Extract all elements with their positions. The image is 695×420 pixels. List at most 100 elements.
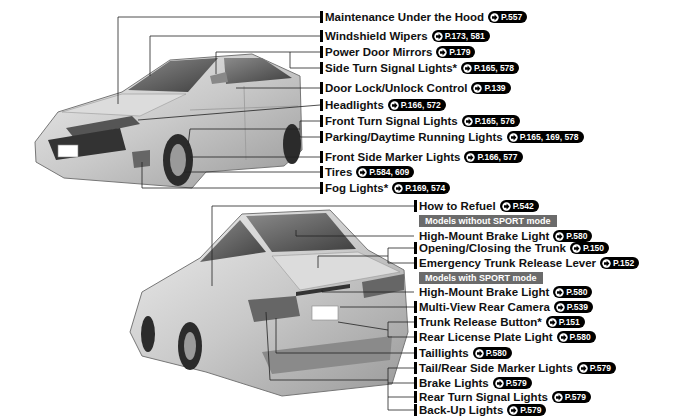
leader-line [190, 157, 320, 158]
reference-icon [559, 333, 568, 342]
icon-circle [502, 202, 510, 210]
page-reference: P.152 [600, 257, 639, 269]
bumper [262, 336, 392, 374]
page-number: P.179 [449, 46, 470, 58]
reference-icon [490, 13, 499, 22]
rear-window [246, 213, 356, 252]
icon-arrow [557, 233, 562, 239]
band-text: Models with SPORT mode [425, 272, 537, 284]
page-reference: P.579 [507, 404, 546, 416]
door-line [244, 86, 246, 160]
icon-arrow [581, 365, 586, 371]
label-bar [414, 242, 417, 254]
icon-arrow [497, 380, 502, 386]
icon-circle [579, 364, 587, 372]
icon-arrow [360, 169, 365, 175]
page-number: P.579 [520, 404, 541, 416]
part-name: Fog Lights* [325, 181, 388, 195]
reference-icon [390, 101, 399, 110]
reference-icon [548, 318, 557, 327]
label-bar [414, 316, 417, 328]
part-name: Tires [325, 165, 352, 179]
reference-icon [464, 117, 473, 126]
reference-icon [554, 393, 563, 402]
page-number: P.165, 578 [474, 62, 514, 74]
label-bar [414, 377, 417, 389]
icon-circle [490, 13, 498, 21]
leader-line [216, 52, 320, 74]
icon-arrow [561, 334, 566, 340]
reference-icon [466, 153, 475, 162]
icon-circle [463, 64, 471, 72]
part-name: Back-Up Lights [419, 403, 503, 417]
page-number: P.580 [486, 347, 507, 359]
icon-circle [495, 379, 503, 387]
page-reference: P.580 [553, 286, 592, 298]
label-bar [320, 115, 323, 127]
grille [48, 128, 126, 160]
icon-arrow [465, 65, 470, 71]
icon-circle [434, 32, 442, 40]
leader-line [388, 322, 414, 337]
reference-icon [475, 349, 484, 358]
reference-icon [555, 232, 564, 241]
leader-line [322, 290, 414, 292]
part-name: Power Door Mirrors [325, 45, 432, 59]
reference-icon [502, 202, 511, 211]
page-number: P.539 [567, 301, 588, 313]
label-bar [320, 30, 323, 42]
reference-icon [555, 288, 564, 297]
label-bar [414, 347, 417, 359]
icon-arrow [436, 33, 441, 39]
icon-circle [556, 232, 564, 240]
page-number: P.165, 576 [475, 115, 515, 127]
label-bar [414, 301, 417, 313]
page-number: P.580 [570, 331, 591, 343]
icon-circle [509, 133, 517, 141]
reference-icon [473, 84, 482, 93]
leader-line [318, 256, 388, 268]
part-name: Tail/Rear Side Marker Lights [419, 361, 573, 375]
page-number: P.152 [613, 257, 634, 269]
reference-icon [394, 184, 403, 193]
car-body [35, 54, 302, 188]
page-reference: P.557 [488, 11, 527, 23]
icon-circle [572, 244, 580, 252]
label-bar [320, 62, 323, 74]
leader-line [388, 368, 414, 410]
icon-arrow [558, 304, 563, 310]
page-reference: P.580 [473, 347, 512, 359]
part-name: Front Turn Signal Lights [325, 114, 458, 128]
page-reference: P.165, 169, 578 [507, 131, 584, 143]
icon-arrow [475, 85, 480, 91]
reference-icon [495, 379, 504, 388]
icon-arrow [440, 49, 445, 55]
page-number: P.150 [583, 242, 604, 254]
leader-line [236, 88, 320, 89]
icon-arrow [466, 118, 471, 124]
reference-icon [463, 64, 472, 73]
page-reference: P.169, 574 [392, 182, 450, 194]
band-text: Models without SPORT mode [425, 215, 551, 227]
spoiler [296, 284, 350, 296]
reference-icon [509, 406, 518, 415]
page-reference: P.179 [436, 46, 475, 58]
page-reference: P.579 [493, 377, 532, 389]
icon-arrow [477, 350, 482, 356]
page-reference: P.580 [557, 331, 596, 343]
icon-circle [559, 333, 567, 341]
label-bar [320, 82, 323, 94]
reference-icon [509, 133, 518, 142]
plate [312, 306, 338, 320]
page-number: P.579 [565, 391, 586, 403]
leader-line [388, 397, 414, 398]
page-number: P.542 [513, 200, 534, 212]
page-number: P.580 [566, 286, 587, 298]
part-name: Opening/Closing the Trunk [419, 241, 566, 255]
icon-arrow [604, 260, 609, 266]
leader-line [150, 36, 320, 76]
part-name: Trunk Release Button* [419, 315, 542, 329]
rear-car [130, 210, 408, 396]
leader-line [300, 121, 320, 137]
